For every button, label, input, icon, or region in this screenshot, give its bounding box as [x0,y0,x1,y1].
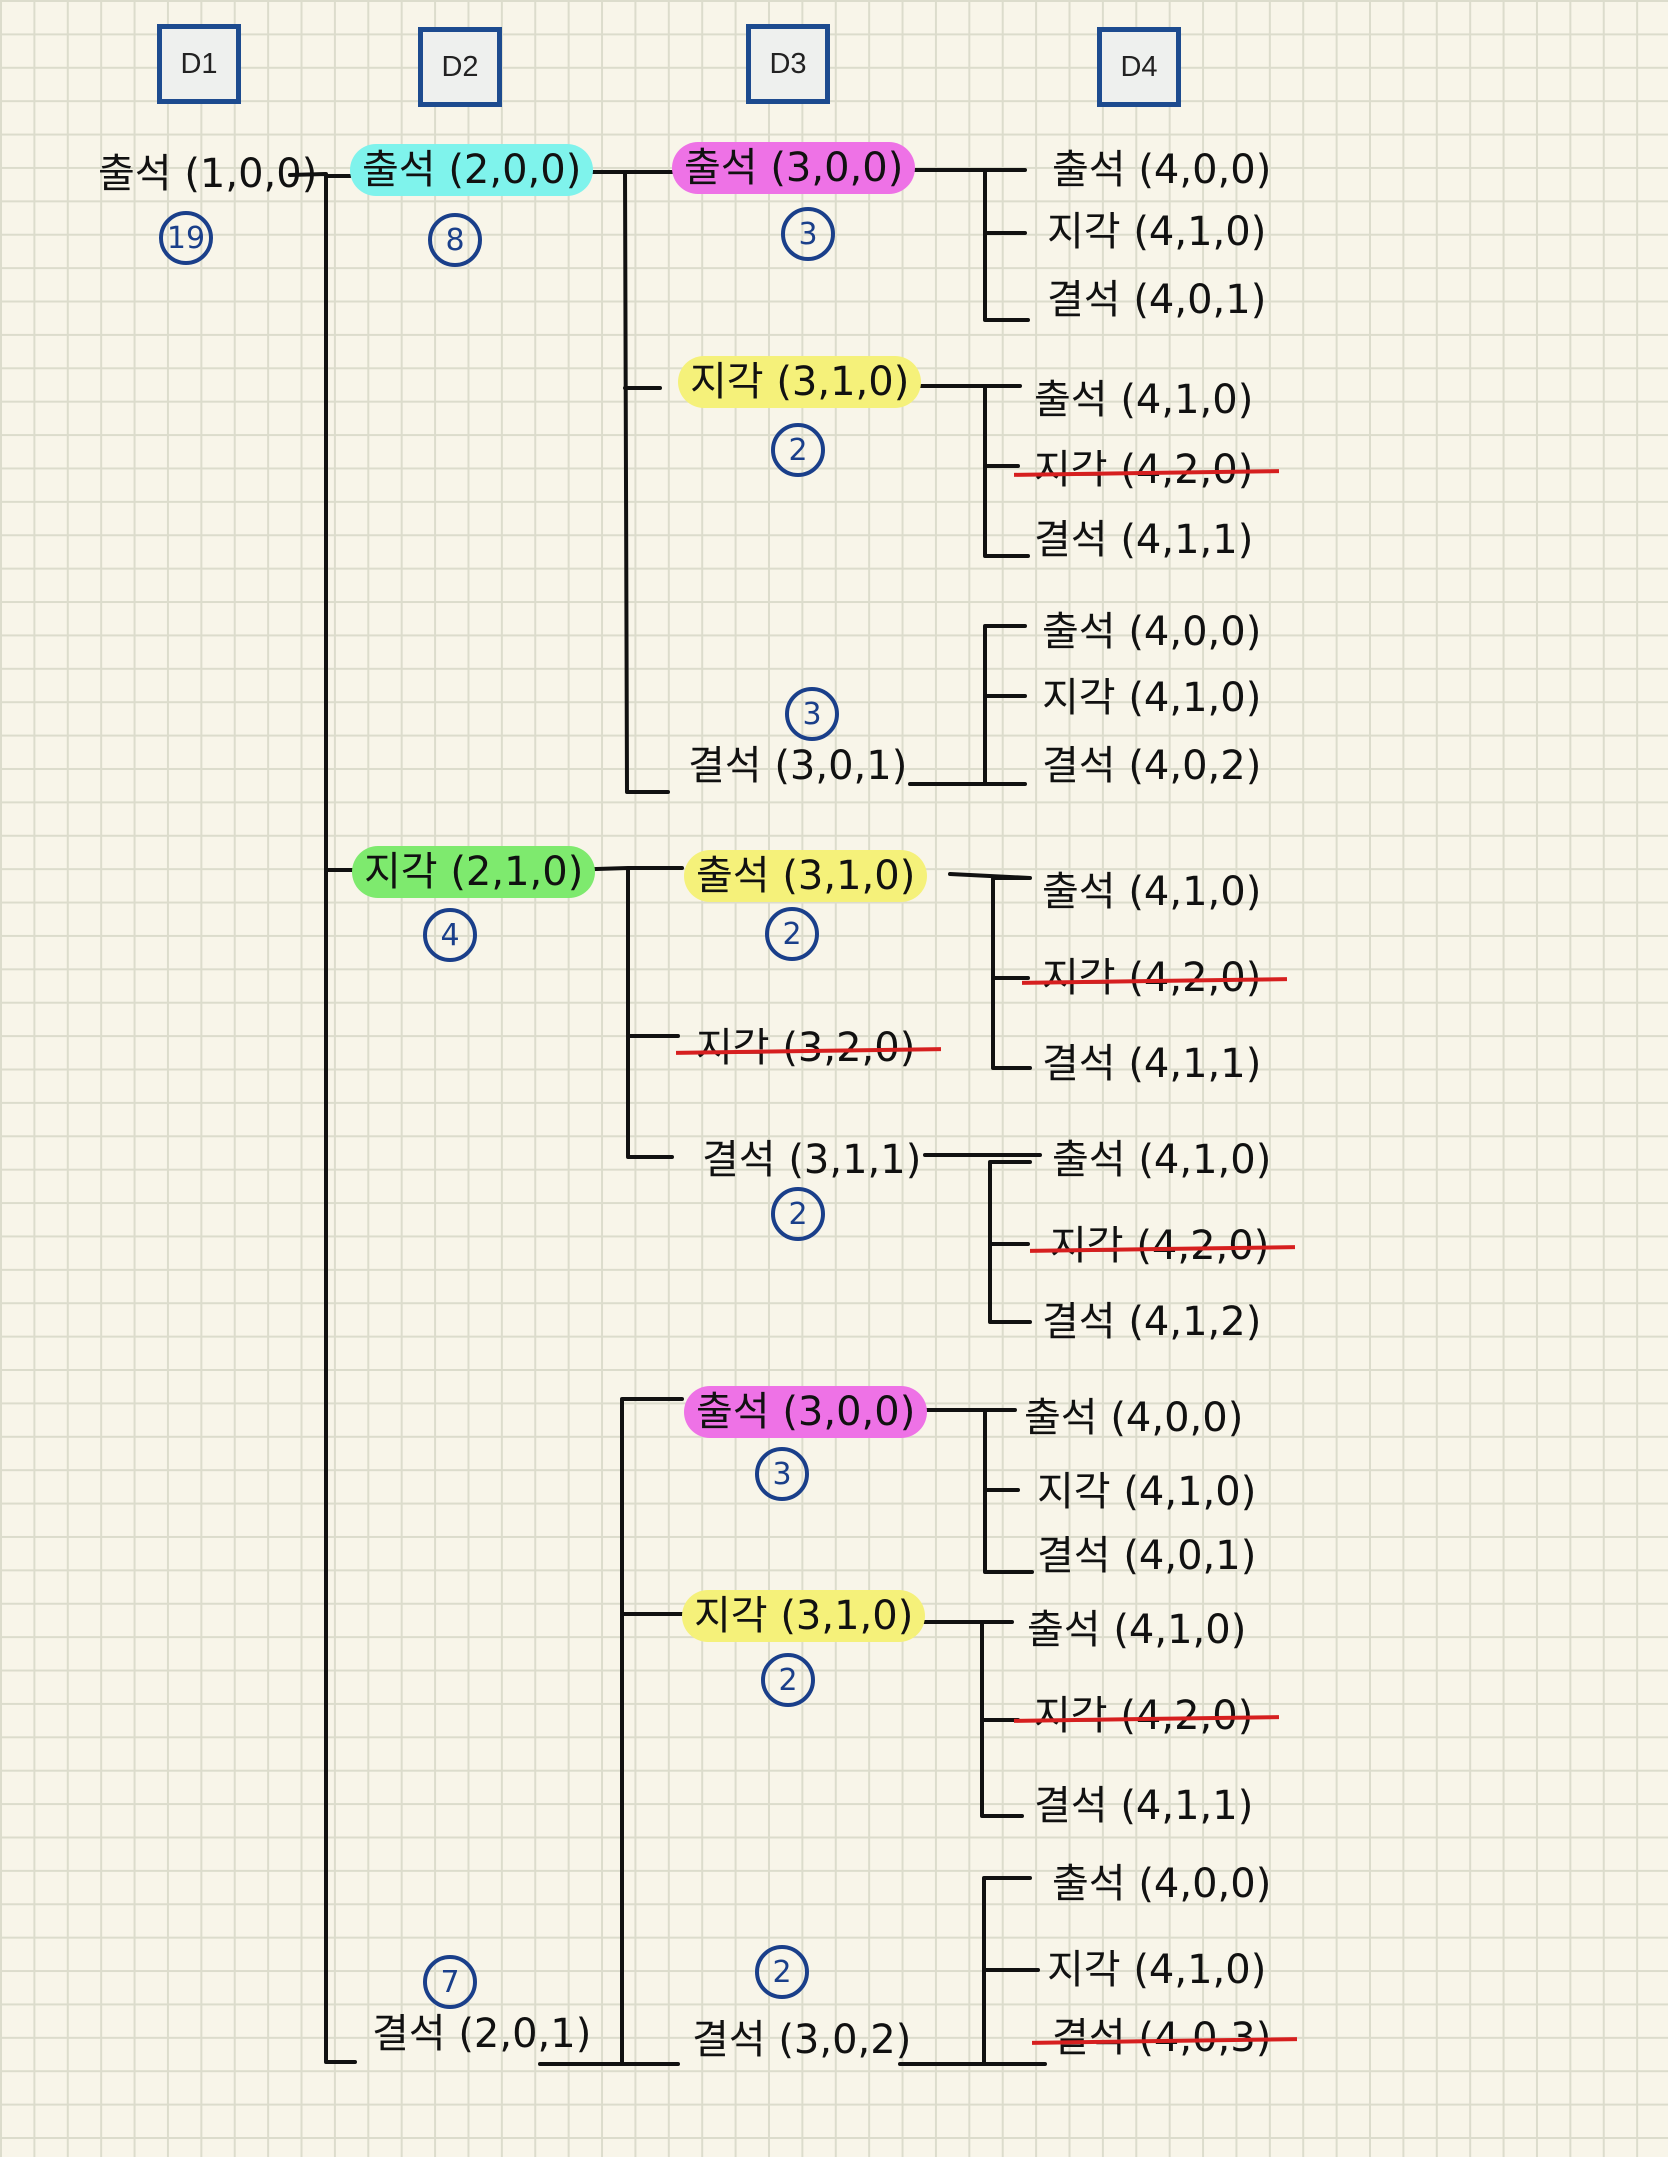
d4-leaf-14-crossed: 지각 (4,2,0) [1038,1220,1281,1272]
connector-g6 [896,1408,1034,1574]
column-header-d4: D4 [1097,27,1181,107]
connector-d2c-d3 [538,1397,684,2066]
connector-g2 [910,384,1030,558]
d3-node-4: 출석 (3,1,0) [684,850,928,902]
d4-leaf-5-crossed: 지각 (4,2,0) [1022,444,1265,496]
d4-leaf-24-crossed: 결석 (4,0,3) [1040,2012,1283,2064]
d4-leaf-9: 결석 (4,0,2) [1042,743,1262,789]
d2-node-attend: 출석 (2,0,0) [350,144,594,196]
d3-count-8: 2 [761,1653,815,1707]
d3-node-5-crossed: 지각 (3,2,0) [684,1022,927,1074]
d3-node-3: 결석 (3,0,1) [688,743,908,789]
d3-node-8: 지각 (3,1,0) [682,1590,926,1642]
d4-leaf-2: 지각 (4,1,0) [1047,209,1267,255]
d4-leaf-12: 결석 (4,1,1) [1042,1041,1262,1087]
d3-count-4: 2 [765,907,819,961]
d2-count-attend: 8 [428,213,482,267]
d3-node-9: 결석 (3,0,2) [692,2017,912,2063]
connector-g1 [910,168,1030,322]
d3-count-9: 2 [755,1945,809,1999]
d4-leaf-3: 결석 (4,0,1) [1047,277,1267,323]
d4-leaf-8: 지각 (4,1,0) [1042,675,1262,721]
connector-g8 [898,1876,1047,2066]
d4-leaf-1: 출석 (4,0,0) [1052,147,1272,193]
d3-node-7: 출석 (3,0,0) [684,1386,928,1438]
d4-leaf-21: 결석 (4,1,1) [1034,1783,1254,1829]
root-count-badge: 19 [159,211,213,265]
d3-count-6: 2 [771,1187,825,1241]
d3-node-6: 결석 (3,1,1) [702,1137,922,1183]
d4-leaf-22: 출석 (4,0,0) [1052,1861,1272,1907]
d4-leaf-4: 출석 (4,1,0) [1034,377,1254,423]
connector-g7 [886,1620,1024,1818]
d4-leaf-7: 출석 (4,0,0) [1042,609,1262,655]
column-header-d2: D2 [418,27,502,107]
d3-count-2: 2 [771,423,825,477]
d3-count-3: 3 [785,687,839,741]
d2-count-late: 4 [423,908,477,962]
d4-leaf-15: 결석 (4,1,2) [1042,1299,1262,1345]
d2-count-absent: 7 [423,1955,477,2009]
connector-g3 [908,624,1027,786]
d4-leaf-18: 결석 (4,0,1) [1037,1533,1257,1579]
d4-leaf-6: 결석 (4,1,1) [1034,517,1254,563]
d4-leaf-11-crossed: 지각 (4,2,0) [1030,952,1273,1004]
d4-leaf-20-crossed: 지각 (4,2,0) [1022,1690,1265,1742]
column-header-d3: D3 [746,24,830,104]
d2-node-absent: 결석 (2,0,1) [372,2011,592,2057]
d3-node-2: 지각 (3,1,0) [678,356,922,408]
d4-leaf-13: 출석 (4,1,0) [1052,1137,1272,1183]
connector-g4 [948,872,1032,1070]
d4-leaf-19: 출석 (4,1,0) [1027,1607,1247,1653]
d3-node-1: 출석 (3,0,0) [672,142,916,194]
d4-leaf-17: 지각 (4,1,0) [1037,1469,1257,1515]
d4-leaf-16: 출석 (4,0,0) [1024,1395,1244,1441]
d3-count-7: 3 [755,1447,809,1501]
d4-leaf-23: 지각 (4,1,0) [1047,1947,1267,1993]
connector-d2a-d3 [563,170,674,794]
root-node: 출석 (1,0,0) [98,151,318,197]
connector-g5 [923,1153,1042,1324]
d4-leaf-10: 출석 (4,1,0) [1042,869,1262,915]
connector-d2b-d3 [563,866,684,1159]
d2-node-late: 지각 (2,1,0) [352,846,596,898]
d3-count-1: 3 [781,207,835,261]
connector-root-d2 [288,172,357,2064]
column-header-d1: D1 [157,24,241,104]
